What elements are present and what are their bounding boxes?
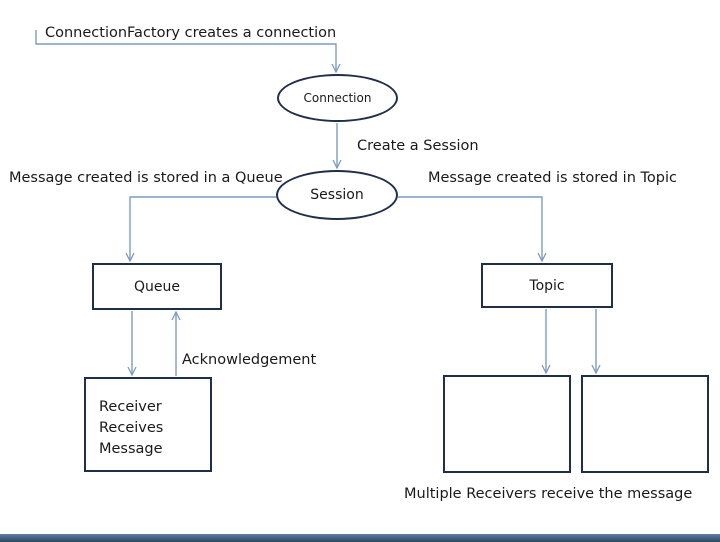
topic-stored-label: Message created is stored in Topic [428,170,677,186]
queue-stored-label: Message created is stored in a Queue [9,170,283,186]
bottom-bar [0,534,720,542]
create-session-label: Create a Session [357,138,479,154]
connectionfactory-label: ConnectionFactory creates a connection [45,25,337,41]
acknowledgement-label: Acknowledgement [182,352,317,368]
topic-receiver-box-1 [443,375,571,473]
queue-node: Queue [92,263,222,310]
receiver-line-1: Receiver [99,399,162,415]
session-label: Session [310,187,364,203]
receiver-line-3: Message [99,441,163,457]
receiver-line-2: Receives [99,420,164,436]
session-to-queue-arrow [130,196,276,261]
factory-to-connection-arrow [35,30,336,72]
connection-label: Connection [303,91,372,105]
multiple-receivers-label: Multiple Receivers receive the message [404,486,693,502]
topic-node: Topic [481,263,613,308]
queue-receiver-node: Receiver Receives Message [84,377,212,472]
queue-label: Queue [134,278,180,295]
topic-receiver-box-2 [581,375,709,473]
connection-node: Connection [277,74,398,122]
session-to-topic-arrow [398,196,542,261]
topic-label: Topic [529,277,565,294]
session-node: Session [276,170,398,220]
